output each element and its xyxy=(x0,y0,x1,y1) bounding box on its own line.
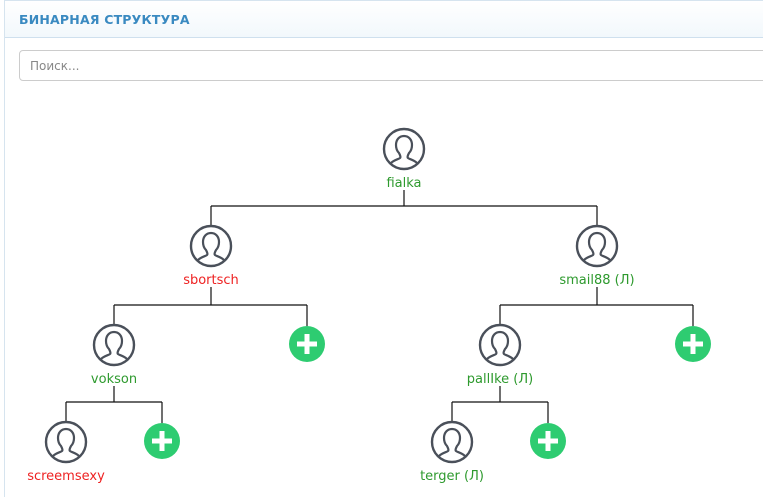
tree-node-right[interactable]: smail88 (Л) xyxy=(517,224,677,288)
node-label[interactable]: terger (Л) xyxy=(420,469,484,484)
tree-node-root[interactable]: fialka xyxy=(324,127,484,191)
tree-node-left-left-left[interactable]: screemsexy xyxy=(0,420,146,484)
user-avatar-icon xyxy=(575,224,619,268)
user-avatar-icon xyxy=(189,224,233,268)
user-avatar-icon xyxy=(478,323,522,367)
tree-node-right-left[interactable]: pallIke (Л) xyxy=(420,323,580,387)
tree-node-left-left[interactable]: vokson xyxy=(34,323,194,387)
add-partner-button[interactable] xyxy=(530,423,566,459)
node-label[interactable]: vokson xyxy=(90,372,138,387)
add-partner-button[interactable] xyxy=(144,423,180,459)
node-label[interactable]: sbortsch xyxy=(183,273,239,288)
panel-header: БИНАРНАЯ СТРУКТУРА xyxy=(5,1,763,38)
user-avatar-icon xyxy=(430,420,474,464)
user-avatar-icon xyxy=(44,420,88,464)
node-label[interactable]: smail88 (Л) xyxy=(559,273,635,288)
tree-node-left[interactable]: sbortsch xyxy=(131,224,291,288)
user-avatar-icon xyxy=(382,127,426,171)
panel xyxy=(4,0,763,497)
node-label[interactable]: screemsexy xyxy=(27,469,105,484)
add-partner-button[interactable] xyxy=(675,326,711,362)
node-label[interactable]: fialka xyxy=(386,176,422,191)
user-avatar-icon xyxy=(92,323,136,367)
node-label[interactable]: pallIke (Л) xyxy=(466,372,534,387)
search-input[interactable] xyxy=(19,50,763,81)
page-title: БИНАРНАЯ СТРУКТУРА xyxy=(19,12,190,27)
add-partner-button[interactable] xyxy=(289,326,325,362)
tree-node-right-left-left[interactable]: terger (Л) xyxy=(372,420,532,484)
